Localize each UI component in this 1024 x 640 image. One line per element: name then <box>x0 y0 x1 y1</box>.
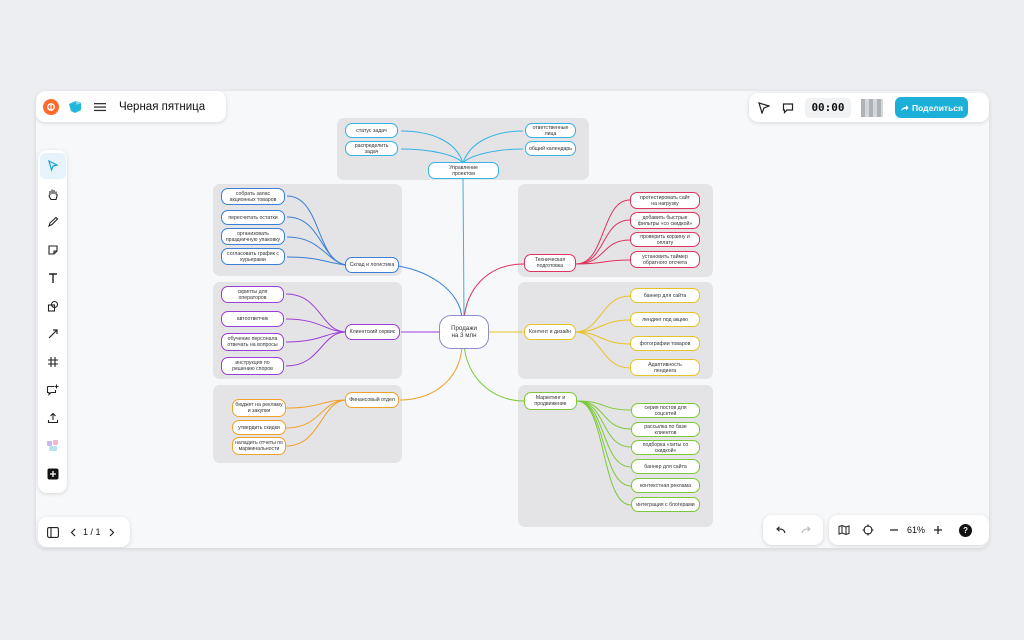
list-item[interactable]: Адаптивность лендинга <box>630 359 700 376</box>
hand-tool-icon[interactable] <box>40 181 66 207</box>
share-label: Поделиться <box>911 102 963 113</box>
map-icon[interactable] <box>837 523 851 537</box>
list-item[interactable]: фотографии товаров <box>630 336 700 351</box>
sidebar-toggle-icon[interactable] <box>46 525 60 539</box>
comment-icon[interactable] <box>781 101 795 115</box>
top-right-toolbar: 00:00 Поделиться <box>749 93 989 122</box>
list-item[interactable]: обучение персонала отвечать на вопросы <box>221 333 284 351</box>
fit-to-screen-icon[interactable] <box>861 523 875 537</box>
upload-tool-icon[interactable] <box>40 405 66 431</box>
list-item[interactable]: инструкция по решению споров <box>221 357 284 375</box>
avatar[interactable] <box>861 98 883 117</box>
branch-klient[interactable]: Клиентский сервис <box>345 324 400 340</box>
list-item[interactable]: статус задач <box>345 123 398 138</box>
history-controls <box>763 515 823 545</box>
templates-tool-icon[interactable] <box>40 433 66 459</box>
branch-marketing[interactable]: Маркетинг и продвижение <box>524 392 577 410</box>
list-item[interactable]: собрать запас акционных товаров <box>221 188 285 205</box>
list-item[interactable]: контекстная реклама <box>631 478 700 493</box>
list-item[interactable]: баннер для сайта <box>631 459 700 474</box>
list-item[interactable]: согласовать график с курьерами <box>221 248 285 265</box>
top-left-toolbar: Черная пятница <box>36 91 226 122</box>
help-icon[interactable]: ? <box>959 523 973 537</box>
zoom-out-icon[interactable] <box>887 523 901 537</box>
board-window: Черная пятница 00:00 Поделиться <box>36 91 989 548</box>
list-item[interactable]: проверить корзину и оплату <box>630 232 700 247</box>
list-item[interactable]: протестировать сайт на нагрузку <box>630 192 700 209</box>
mindmap-connectors <box>285 130 632 506</box>
list-item[interactable]: автоответчик <box>221 311 284 327</box>
cursor-follow-icon[interactable] <box>757 101 771 115</box>
timer-value: 00:00 <box>811 101 845 114</box>
list-item[interactable]: рассылка по базе клиентов <box>631 422 700 437</box>
menu-icon[interactable] <box>93 100 107 114</box>
help-label: ? <box>963 525 968 535</box>
branch-tech[interactable]: Техническая подготовка <box>524 254 576 272</box>
text-tool-icon[interactable] <box>40 265 66 291</box>
share-arrow-icon <box>900 104 909 111</box>
list-item[interactable]: утвердить скидки <box>232 420 286 435</box>
branch-sklad[interactable]: Склад и логистика <box>345 257 399 273</box>
page-indicator: 1 / 1 <box>83 527 101 537</box>
more-tools-icon[interactable] <box>40 461 66 487</box>
timer[interactable]: 00:00 <box>805 97 851 118</box>
zoom-level[interactable]: 61% <box>907 525 926 535</box>
zoom-controls: 61% ? <box>829 515 989 545</box>
tools-panel <box>38 150 67 493</box>
central-topic[interactable]: Продажи на 3 млн <box>439 315 489 349</box>
list-item[interactable]: интеграция с блогерами <box>631 497 700 512</box>
list-item[interactable]: установить таймер обратного отсчета <box>630 251 700 268</box>
pen-tool-icon[interactable] <box>40 209 66 235</box>
frame-tool-icon[interactable] <box>40 349 66 375</box>
branch-content[interactable]: Контент и дизайн <box>524 324 576 340</box>
list-item[interactable]: бюджет на рекламу и закупки <box>232 399 286 417</box>
connector-tool-icon[interactable] <box>40 321 66 347</box>
list-item[interactable]: подборка «хиты со скидкой» <box>631 440 700 455</box>
zoom-in-icon[interactable] <box>931 523 945 537</box>
list-item[interactable]: распределить задач <box>345 141 398 156</box>
list-item[interactable]: скрипты для операторов <box>221 286 284 303</box>
list-item[interactable]: пересчитать остатки <box>221 210 285 225</box>
select-tool-icon[interactable] <box>39 153 66 179</box>
list-item[interactable]: общий календарь <box>525 141 576 156</box>
page-navigator: 1 / 1 <box>38 517 130 547</box>
app-logo-icon[interactable] <box>43 98 59 115</box>
branch-finance[interactable]: Финансовый отдел <box>345 392 399 408</box>
prev-page-icon[interactable] <box>68 525 78 539</box>
board-title[interactable]: Черная пятница <box>119 100 206 113</box>
next-page-icon[interactable] <box>107 525 117 539</box>
list-item[interactable]: серия постов для соцсетей <box>631 403 700 418</box>
sticky-note-tool-icon[interactable] <box>40 237 66 263</box>
list-item[interactable]: наладить отчеты по маржинальности <box>232 437 286 455</box>
share-button[interactable]: Поделиться <box>895 97 968 118</box>
list-item[interactable]: добавить быстрые фильтры «со скидкой» <box>630 212 700 229</box>
redo-icon[interactable] <box>799 523 813 537</box>
add-comment-tool-icon[interactable] <box>40 377 66 403</box>
list-item[interactable]: лендинг под акцию <box>630 312 700 327</box>
shapes-tool-icon[interactable] <box>40 293 66 319</box>
board-logo-icon[interactable] <box>67 99 83 115</box>
list-item[interactable]: баннер для сайта <box>630 288 700 303</box>
list-item[interactable]: организовать праздничную упаковку <box>221 228 285 245</box>
list-item[interactable]: ответственные лица <box>525 123 576 138</box>
undo-icon[interactable] <box>773 523 787 537</box>
branch-upravlenie[interactable]: Управление проектом <box>428 162 499 179</box>
